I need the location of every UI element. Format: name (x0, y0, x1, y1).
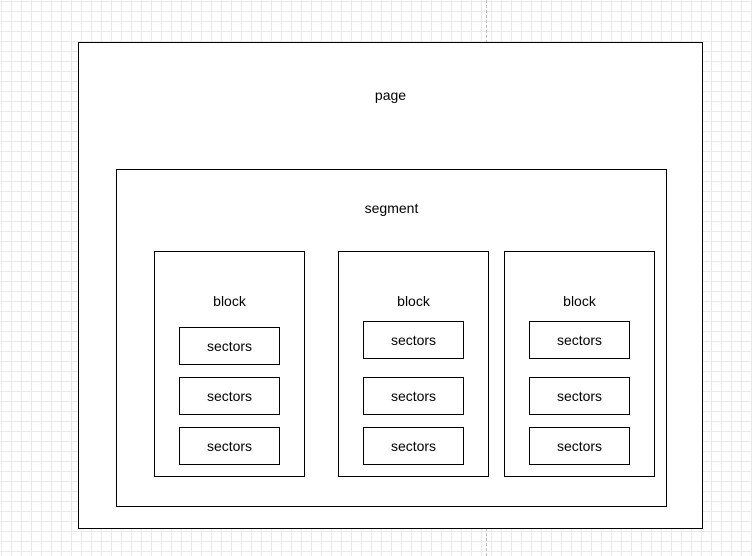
sector-label: sectors (390, 332, 437, 348)
sector-box[interactable]: sectors (529, 427, 630, 465)
block-box[interactable]: block sectors sectors sectors (504, 251, 655, 477)
page-label: page (374, 87, 407, 103)
sector-box[interactable]: sectors (363, 321, 464, 359)
segment-box[interactable]: segment block sectors sectors sectors bl… (116, 169, 667, 507)
sector-box[interactable]: sectors (529, 321, 630, 359)
sector-box[interactable]: sectors (363, 427, 464, 465)
sector-box[interactable]: sectors (179, 377, 280, 415)
sector-label: sectors (206, 438, 253, 454)
sector-label: sectors (206, 388, 253, 404)
sector-box[interactable]: sectors (179, 327, 280, 365)
sector-label: sectors (390, 438, 437, 454)
sector-box[interactable]: sectors (179, 427, 280, 465)
page-box[interactable]: page segment block sectors sectors secto… (78, 42, 703, 529)
block-box[interactable]: block sectors sectors sectors (154, 251, 305, 477)
block-box[interactable]: block sectors sectors sectors (338, 251, 489, 477)
segment-label: segment (364, 200, 419, 216)
block-label: block (397, 293, 430, 309)
sector-box[interactable]: sectors (529, 377, 630, 415)
sector-label: sectors (556, 388, 603, 404)
block-label: block (213, 293, 246, 309)
sector-label: sectors (390, 388, 437, 404)
sector-box[interactable]: sectors (363, 377, 464, 415)
sector-label: sectors (556, 332, 603, 348)
sector-label: sectors (206, 338, 253, 354)
block-label: block (563, 293, 596, 309)
sector-label: sectors (556, 438, 603, 454)
